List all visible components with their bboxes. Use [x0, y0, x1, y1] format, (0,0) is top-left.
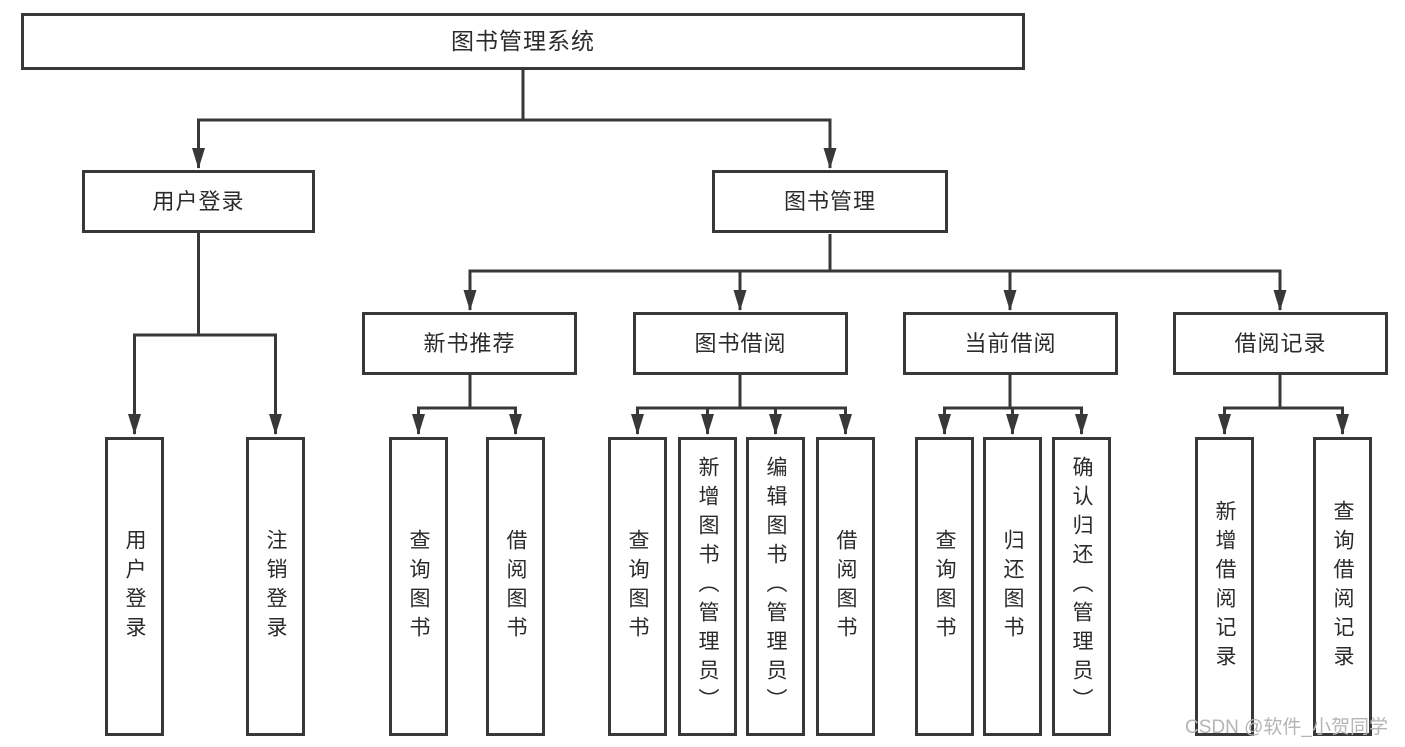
- leaf-label: 查询借阅记录: [1331, 499, 1354, 674]
- leaf-label: 用户登录: [123, 528, 146, 645]
- node-book-borrow: 图书借阅: [633, 312, 848, 375]
- connector-line: [1223, 375, 1344, 410]
- leaf-label: 新增图书（管理员）: [696, 456, 719, 717]
- connector-line: [468, 234, 1282, 273]
- node-borrow-records: 借阅记录: [1173, 312, 1388, 375]
- leaf-edit-book-admin: 编辑图书（管理员）: [746, 437, 805, 736]
- connector-new-book-recommend-branch: [412, 375, 522, 435]
- leaf-borrow-books-recommend: 借阅图书: [486, 437, 545, 736]
- leaf-query-borrow-record: 查询借阅记录: [1313, 437, 1372, 736]
- connector-borrow-records-branch: [1218, 375, 1349, 435]
- watermark: CSDN @软件_小贺同学: [1185, 717, 1388, 738]
- leaf-add-borrow-record: 新增借阅记录: [1195, 437, 1254, 736]
- connector-line: [417, 375, 517, 410]
- node-label: 借阅记录: [1234, 330, 1327, 356]
- leaf-label: 查询图书: [407, 528, 430, 645]
- node-current-borrow: 当前借阅: [903, 312, 1118, 375]
- leaf-logout: 注销登录: [246, 437, 305, 736]
- node-user-login: 用户登录: [82, 170, 315, 233]
- connector-book-management-branch: [463, 234, 1287, 311]
- leaf-label: 借阅图书: [834, 528, 857, 645]
- connector-line: [197, 70, 832, 122]
- connector-line: [943, 375, 1083, 410]
- leaf-user-login: 用户登录: [105, 437, 164, 736]
- leaf-label: 查询图书: [626, 528, 649, 645]
- connector-user-login-branch: [128, 233, 282, 435]
- leaf-label: 归还图书: [1001, 528, 1024, 645]
- leaf-borrow-books: 借阅图书: [816, 437, 875, 736]
- leaf-label: 新增借阅记录: [1213, 499, 1236, 674]
- leaf-query-books-current: 查询图书: [915, 437, 974, 736]
- node-label: 图书管理系统: [451, 28, 595, 54]
- node-label: 当前借阅: [964, 330, 1057, 356]
- node-library-management-system: 图书管理系统: [21, 13, 1025, 70]
- node-label: 新书推荐: [423, 330, 516, 356]
- connector-book-borrow-branch: [631, 375, 852, 435]
- leaf-label: 确认归还（管理员）: [1070, 456, 1093, 717]
- connector-current-borrow-branch: [938, 375, 1088, 435]
- leaf-confirm-return-admin: 确认归还（管理员）: [1052, 437, 1111, 736]
- leaf-label: 查询图书: [933, 528, 956, 645]
- leaf-add-book-admin: 新增图书（管理员）: [678, 437, 737, 736]
- connector-line: [133, 233, 277, 337]
- node-label: 图书借阅: [694, 330, 787, 356]
- leaf-label: 注销登录: [264, 528, 287, 645]
- connector-root-to-level2: [192, 70, 837, 169]
- leaf-query-books-recommend: 查询图书: [389, 437, 448, 736]
- connector-line: [636, 375, 847, 410]
- leaf-return-books: 归还图书: [983, 437, 1042, 736]
- leaf-label: 编辑图书（管理员）: [764, 456, 787, 717]
- node-book-management: 图书管理: [712, 170, 948, 233]
- node-label: 图书管理: [783, 188, 876, 214]
- leaf-label: 借阅图书: [504, 528, 527, 645]
- node-new-book-recommend: 新书推荐: [362, 312, 577, 375]
- node-label: 用户登录: [152, 188, 245, 214]
- leaf-query-books-borrow: 查询图书: [608, 437, 667, 736]
